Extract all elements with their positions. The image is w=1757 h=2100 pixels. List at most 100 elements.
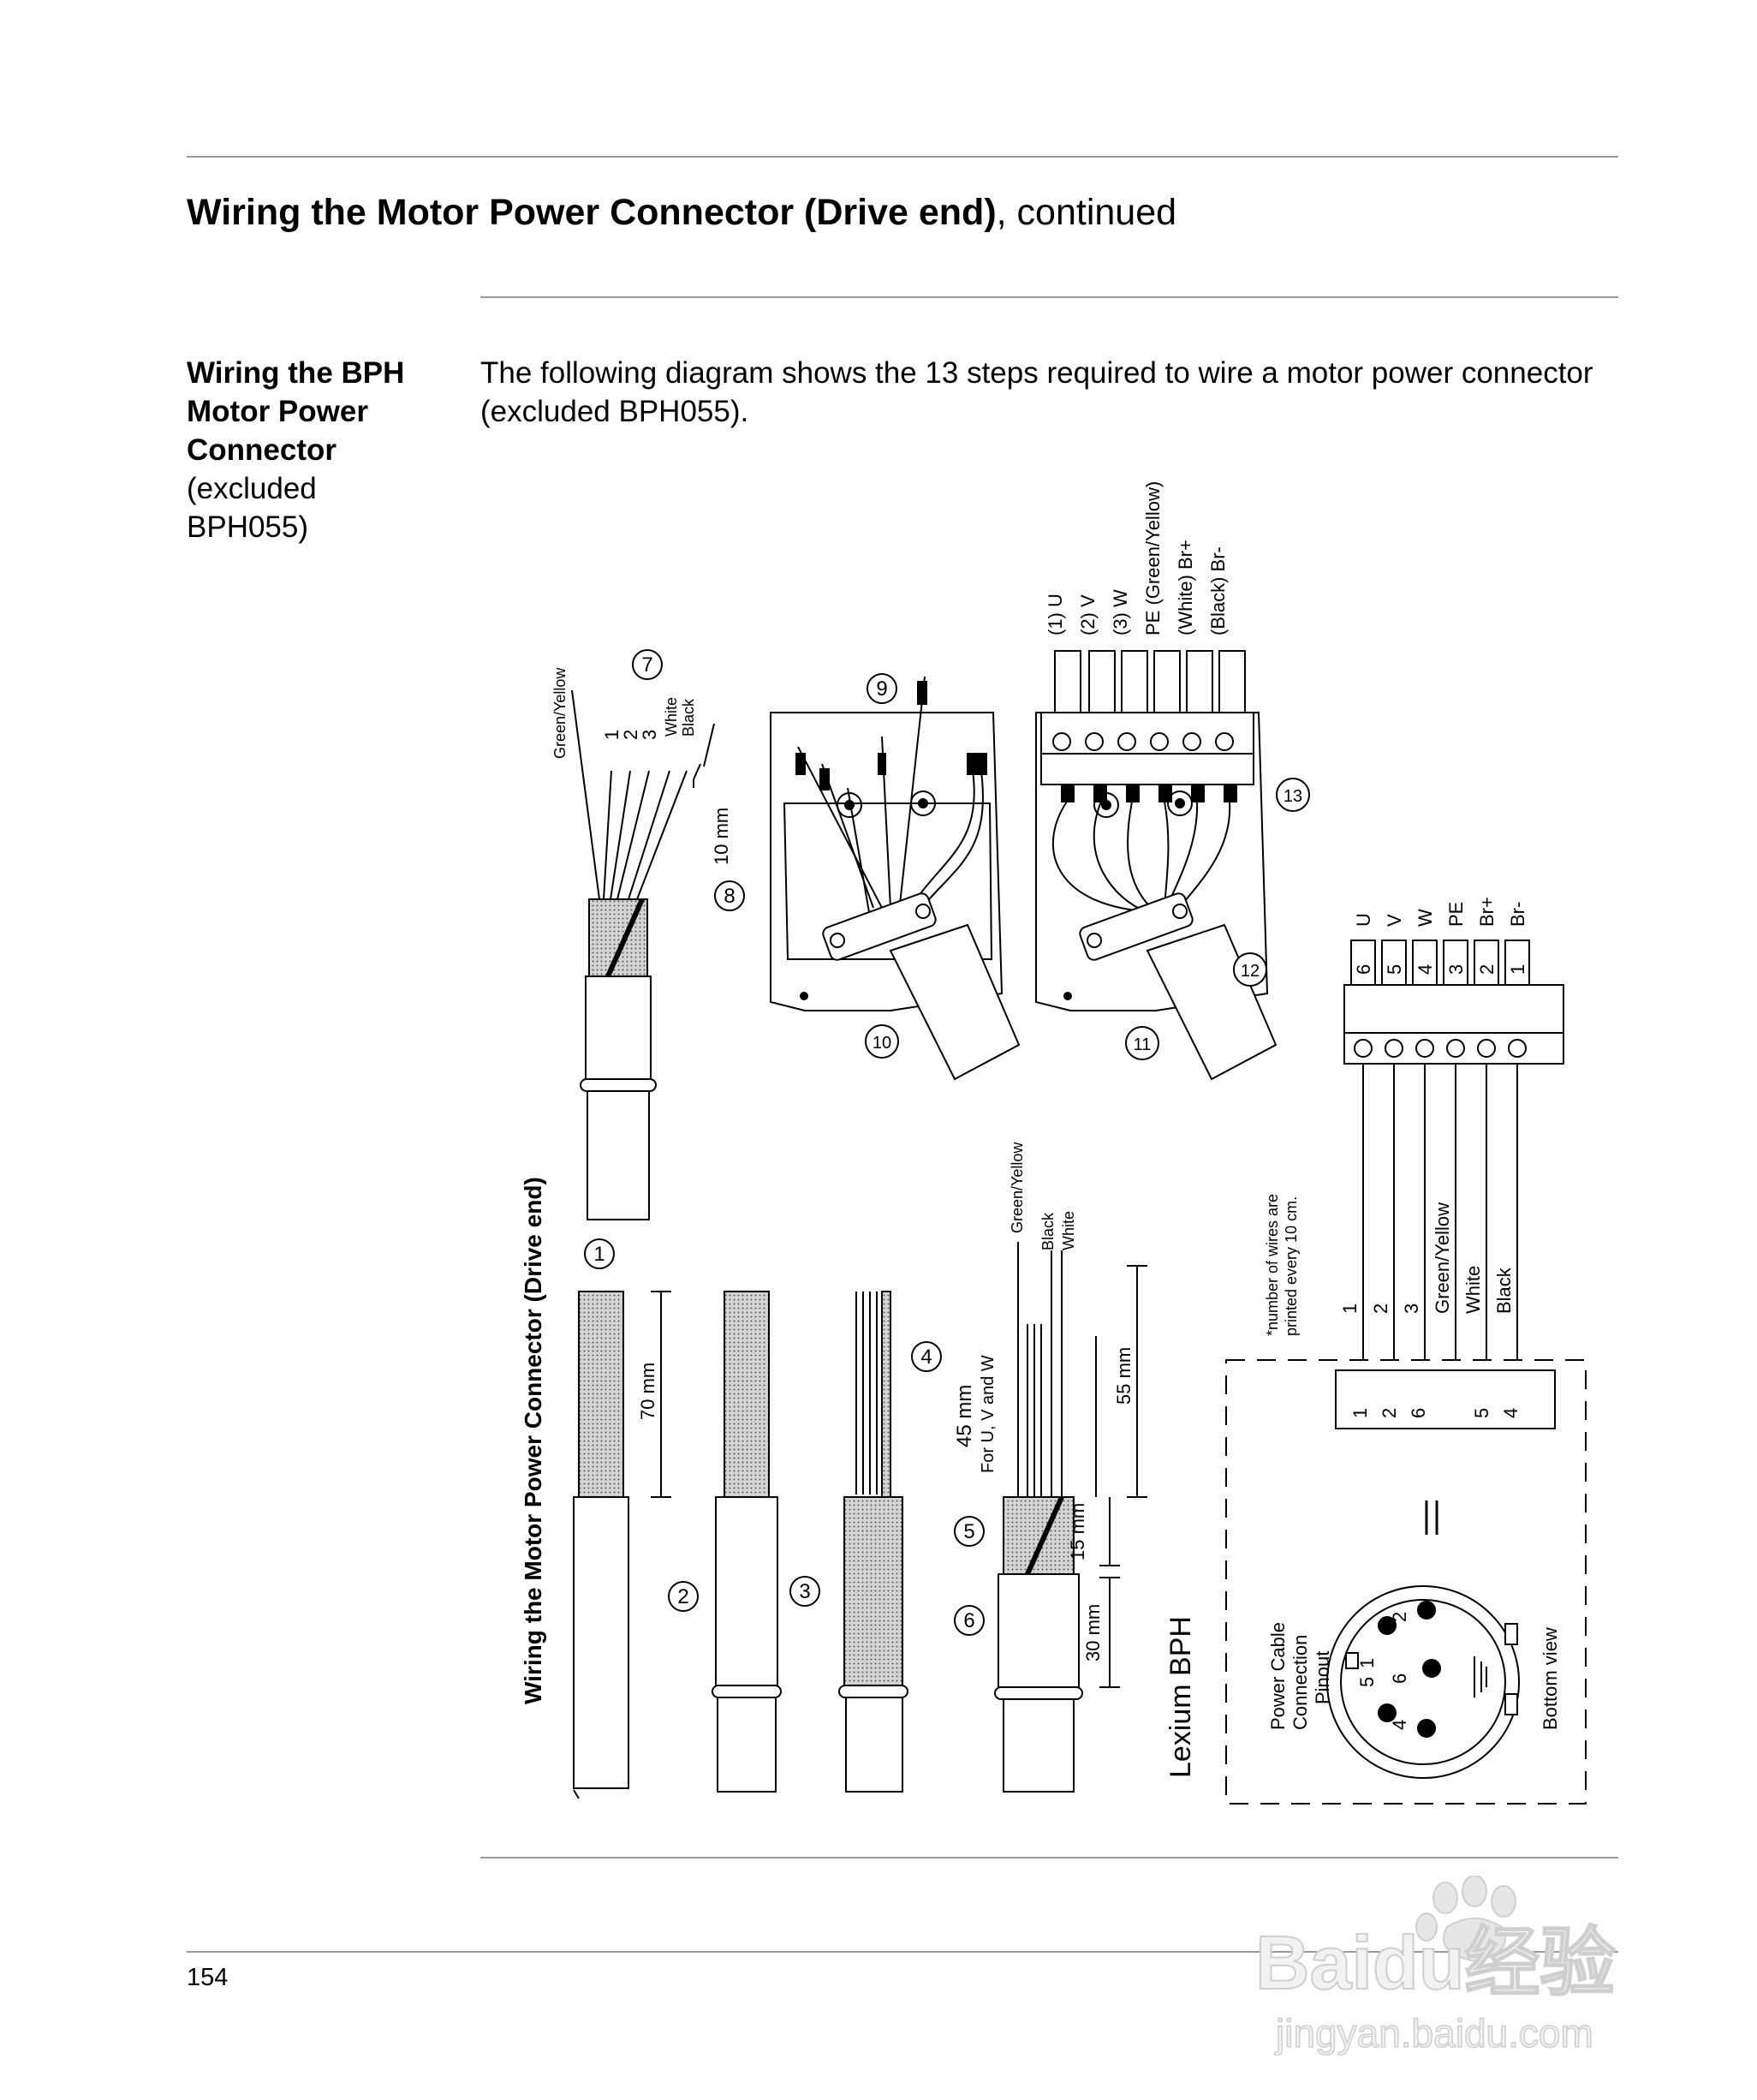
wire-green-yellow-mid: Green/Yellow — [1009, 1142, 1026, 1233]
svg-text:6: 6 — [1408, 1408, 1429, 1418]
page-title: Wiring the Motor Power Connector (Drive … — [187, 192, 1177, 233]
svg-text:Baidu经验: Baidu经验 — [1255, 1920, 1615, 2005]
page-number: 154 — [187, 1964, 229, 1991]
svg-text:2: 2 — [1370, 1304, 1391, 1314]
step-5: 5 — [954, 1516, 985, 1547]
step-6: 6 — [954, 1605, 985, 1636]
step-11: 11 — [1125, 1026, 1159, 1060]
svg-text:5: 5 — [1384, 964, 1405, 975]
svg-text:White: White — [1462, 1266, 1484, 1314]
wire-black-top: Black — [680, 698, 697, 737]
diagram-title: Wiring the Motor Power Connector (Drive … — [520, 1177, 546, 1704]
wire-white-top: White — [663, 697, 680, 737]
svg-text:PE: PE — [1445, 902, 1467, 927]
svg-text:1: 1 — [1356, 1658, 1378, 1668]
dim-45-note: For U, V and W — [979, 1355, 998, 1473]
svg-text:11: 11 — [1134, 1035, 1152, 1054]
svg-text:2: 2 — [1379, 1408, 1400, 1418]
bottom-rule — [480, 1857, 1618, 1858]
wire-2-top: 2 — [620, 730, 641, 740]
dim-55-label: 55 mm — [1113, 1347, 1135, 1405]
svg-text:2: 2 — [677, 1585, 688, 1608]
svg-text:1: 1 — [593, 1243, 605, 1266]
svg-text:jingyan.baidu.com: jingyan.baidu.com — [1274, 2011, 1593, 2055]
svg-text:9: 9 — [876, 677, 887, 701]
dim-10-label: 10 mm — [711, 808, 732, 865]
top-rule — [187, 156, 1618, 158]
svg-text:4: 4 — [1389, 1720, 1410, 1730]
step-4: 4 — [911, 1341, 942, 1372]
terminal-label-br-plus: (White) Br+ — [1175, 540, 1196, 635]
cable-step-2 — [712, 1291, 782, 1793]
pinout-label-3: Pinout — [1312, 1651, 1333, 1704]
dim-45-label: 45 mm — [953, 1385, 976, 1447]
svg-text:2: 2 — [1476, 964, 1498, 975]
wire-white-mid: White — [1060, 1211, 1077, 1250]
svg-text:Black: Black — [1493, 1267, 1515, 1314]
wire-black-mid: Black — [1039, 1212, 1057, 1250]
svg-text:3: 3 — [1445, 964, 1467, 975]
svg-text:U: U — [1353, 913, 1374, 927]
svg-text:6: 6 — [1389, 1673, 1410, 1684]
pinout-label-1: Power Cable — [1267, 1622, 1289, 1730]
step-7: 7 — [632, 649, 663, 680]
svg-text:3: 3 — [799, 1580, 810, 1603]
section-rule — [480, 296, 1618, 298]
svg-text:10: 10 — [873, 1034, 891, 1053]
svg-text:Br-: Br- — [1507, 902, 1528, 927]
svg-text:5: 5 — [1471, 1408, 1492, 1418]
wire-green-yellow-top: Green/Yellow — [551, 667, 569, 759]
svg-text:V: V — [1384, 914, 1405, 927]
step-10: 10 — [865, 1024, 899, 1059]
svg-text:1: 1 — [1507, 964, 1528, 975]
svg-text:7: 7 — [641, 653, 652, 677]
svg-text:8: 8 — [724, 885, 735, 908]
step-2: 2 — [668, 1581, 699, 1612]
svg-text:4: 4 — [1415, 964, 1436, 975]
terminal-label-pe: PE (Green/Yellow) — [1142, 481, 1164, 635]
terminal-label-br-minus: (Black) Br- — [1207, 546, 1229, 635]
svg-text:5: 5 — [1356, 1677, 1378, 1687]
cable-step-7-8 — [571, 689, 715, 1220]
terminal-block — [1343, 940, 1564, 1360]
terminal-label-u: (1) U — [1045, 594, 1066, 635]
wire-1-top: 1 — [601, 730, 622, 740]
svg-text:5: 5 — [963, 1520, 974, 1543]
step-8: 8 — [714, 880, 745, 911]
bottom-view-label: Bottom view — [1540, 1627, 1561, 1730]
step-9: 9 — [867, 673, 897, 704]
footnote-line1: *number of wires are — [1264, 1194, 1281, 1336]
svg-text:4: 4 — [920, 1345, 932, 1369]
step-3: 3 — [789, 1576, 820, 1607]
svg-text:Br+: Br+ — [1476, 897, 1498, 927]
dim-15-label: 15 mm — [1067, 1503, 1088, 1560]
svg-text:6: 6 — [963, 1609, 974, 1632]
step-12: 12 — [1233, 952, 1267, 987]
connector-housing-11-13 — [1035, 650, 1278, 1081]
connector-block — [1335, 1369, 1556, 1429]
wire-3-top: 3 — [639, 730, 660, 740]
step-13: 13 — [1276, 778, 1310, 812]
svg-text:3: 3 — [1401, 1304, 1422, 1314]
pinout-circle — [1326, 1585, 1520, 1779]
svg-text:1: 1 — [1339, 1304, 1361, 1314]
terminal-label-w: (3) W — [1110, 589, 1131, 635]
footnote-line2: printed every 10 cm. — [1283, 1196, 1300, 1336]
wiring-diagram: Wiring the Motor Power Connector (Drive … — [520, 481, 1587, 1805]
lexium-label: Lexium BPH — [1164, 1616, 1197, 1778]
cable-step-5-6 — [994, 1242, 1083, 1793]
svg-text:13: 13 — [1284, 787, 1302, 806]
dim-70-label: 70 mm — [637, 1363, 658, 1420]
intro-paragraph: The following diagram shows the 13 steps… — [480, 356, 1593, 428]
step-1: 1 — [584, 1238, 615, 1269]
svg-text:12: 12 — [1241, 962, 1260, 981]
baidu-watermark: Baidu经验 jingyan.baidu.com — [1254, 1876, 1616, 2056]
cable-step-3 — [838, 1291, 908, 1793]
svg-text:6: 6 — [1353, 964, 1374, 975]
svg-text:1: 1 — [1349, 1408, 1371, 1418]
dim-30-label: 30 mm — [1082, 1604, 1104, 1662]
section-heading: Wiring the BPH Motor Power Connector (ex… — [187, 356, 405, 544]
svg-text:W: W — [1415, 909, 1436, 927]
cable-step-1 — [573, 1291, 629, 1799]
connector-housing-9-10 — [770, 676, 1021, 1081]
